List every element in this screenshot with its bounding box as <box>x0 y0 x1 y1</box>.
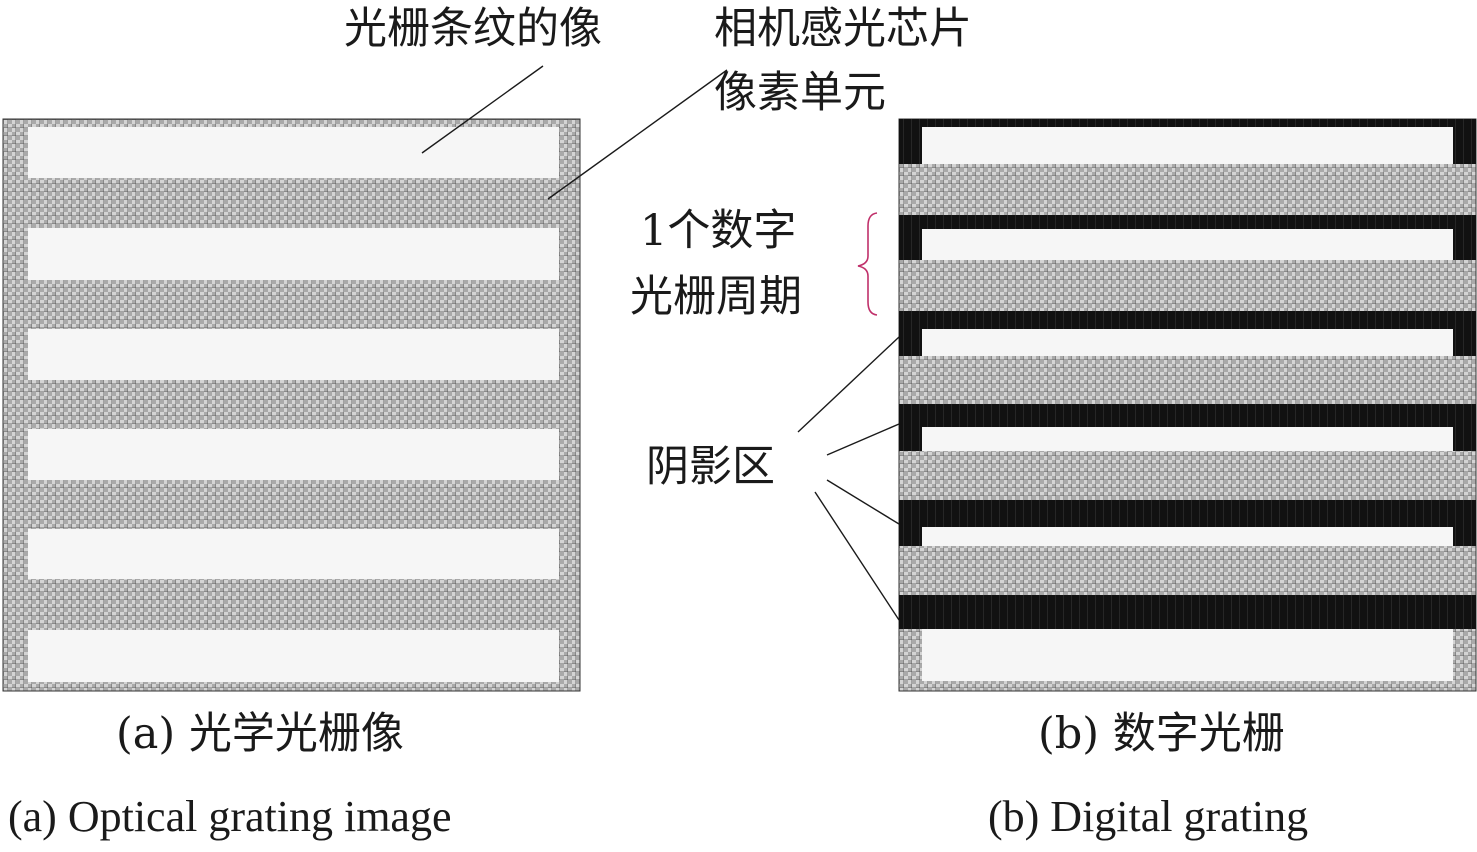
leader-line-pixel-unit <box>547 69 728 200</box>
leader-lines <box>421 65 900 621</box>
digital-bright-1 <box>922 127 1453 164</box>
label-grating-fringe-image: 光栅条纹的像 <box>344 4 602 54</box>
label-sensor-pixel-unit-line2: 像素单元 <box>714 68 886 118</box>
caption-b-english: (b) Digital grating <box>988 792 1309 841</box>
leader-line-shadow-3 <box>826 479 900 525</box>
label-sensor-pixel-unit-line1: 相机感光芯片 <box>714 4 972 54</box>
optical-fringe-bright-5 <box>28 529 559 579</box>
leader-line-shadow-4 <box>814 491 900 621</box>
digital-bright-5 <box>922 527 1453 546</box>
optical-fringe-bright-4 <box>28 429 559 480</box>
optical-fringe-bright-2 <box>28 228 559 280</box>
leader-line-shadow-1 <box>797 336 900 433</box>
optical-fringe-bright-1 <box>28 127 559 178</box>
digital-bright-3 <box>922 329 1453 356</box>
leader-line-fringe-image <box>421 65 544 154</box>
leader-line-shadow-2 <box>826 423 900 456</box>
label-digital-period-line2: 光栅周期 <box>630 272 802 322</box>
optical-fringe-bright-6 <box>28 630 559 682</box>
optical-fringe-bright-3 <box>28 329 559 380</box>
label-shadow-region: 阴影区 <box>646 442 775 492</box>
shadow-band-6 <box>899 595 1476 629</box>
period-brace <box>857 212 878 316</box>
caption-a-english: (a) Optical grating image <box>8 792 452 841</box>
digital-bright-2 <box>922 229 1453 260</box>
optical-grating-panel <box>2 118 581 692</box>
caption-a-chinese: (a) 光学光栅像 <box>116 709 404 759</box>
caption-b-chinese: (b) 数字光栅 <box>1038 709 1285 759</box>
optical-grating-background <box>2 118 581 692</box>
digital-grating-panel <box>898 118 1477 692</box>
digital-bright-4 <box>922 427 1453 451</box>
label-digital-period-line1: 1个数字 <box>640 206 797 256</box>
digital-bright-6 <box>922 629 1453 681</box>
